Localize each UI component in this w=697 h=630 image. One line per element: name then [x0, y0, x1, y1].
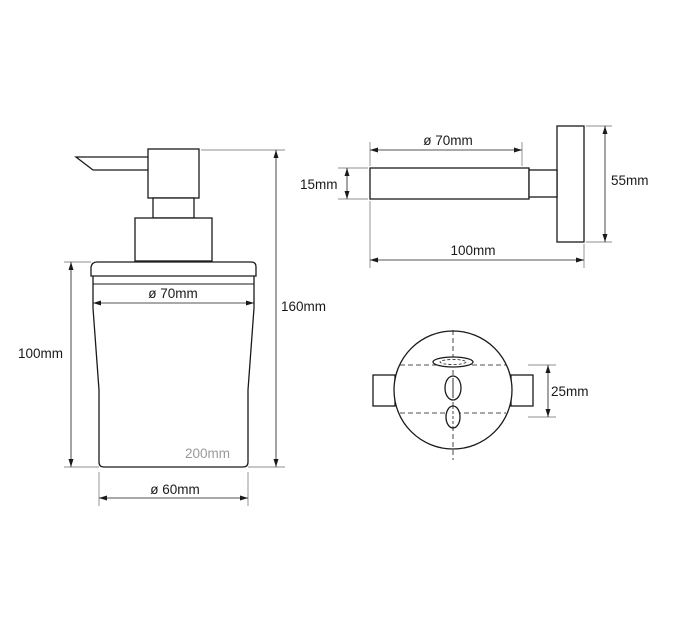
- holder-arm: [369, 167, 530, 200]
- holder-ring: [90, 261, 257, 277]
- dim-depth-label: 100mm: [450, 243, 495, 258]
- mounting-slot-top: [432, 356, 474, 368]
- dim-diameter-ring-label: ø 70mm: [423, 133, 473, 148]
- arm-stub-right: [510, 374, 534, 407]
- arm-collar: [528, 169, 558, 198]
- glass-container: [92, 276, 255, 468]
- holder-front-view: 25mm: [372, 330, 589, 460]
- holder-side-view: ø 70mm 15mm 55mm 100mm: [300, 125, 649, 268]
- pump-collar: [134, 217, 213, 262]
- dim-plate-height-label: 55mm: [611, 173, 649, 188]
- arm-stub-left: [372, 374, 396, 407]
- dim-height-total-label: 160mm: [281, 299, 326, 314]
- dim-hole-spacing-label: 25mm: [551, 384, 589, 399]
- dim-diameter-base-label: ø 60mm: [150, 482, 200, 497]
- dim-diameter-top-label: ø 70mm: [148, 286, 198, 301]
- dispenser-side-view: ø 70mm 100mm 160mm 200mm ø 60mm: [18, 148, 326, 506]
- pump-nozzle: [74, 156, 151, 171]
- wall-plate: [556, 125, 585, 243]
- pump-stem: [152, 197, 195, 219]
- dim-height-glass-label: 100mm: [18, 346, 63, 361]
- dim-capacity-label: 200mm: [185, 446, 230, 461]
- dim-thickness-label: 15mm: [300, 177, 338, 192]
- pump-head: [147, 148, 200, 199]
